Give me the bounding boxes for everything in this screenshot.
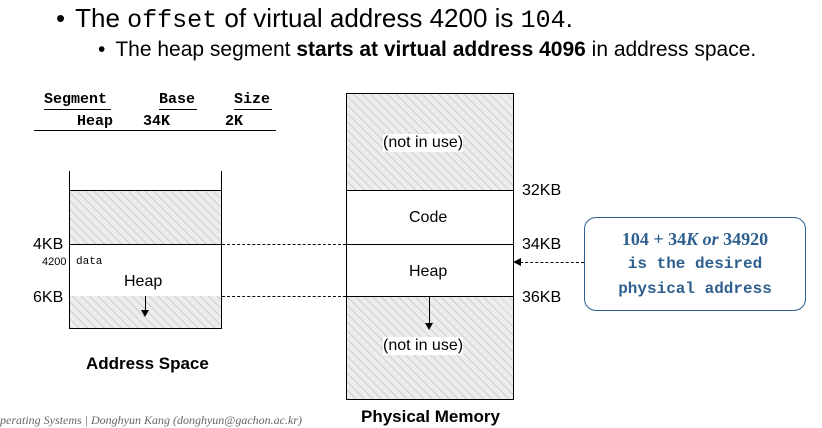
bullet-dot: •: [98, 38, 106, 61]
physical-heap-arrow: [429, 296, 430, 324]
address-space-caption: Address Space: [86, 354, 209, 373]
physical-address-note: 104 + 34K or 34920 is the desired physic…: [584, 217, 806, 311]
physical-code: [346, 190, 514, 245]
label-4200: 4200: [42, 256, 67, 268]
address-space-open-top: [69, 171, 222, 191]
note-value: 34920: [723, 229, 769, 249]
note-expression: 104 + 34: [621, 229, 687, 249]
mark-34kb: 34KB: [522, 236, 562, 253]
address-space-heap: [69, 244, 222, 297]
physical-top-label: (not in use): [383, 134, 464, 152]
bullet-text: The heap segment: [115, 38, 297, 61]
base-header: Base: [159, 91, 196, 108]
note-line-1: 104 + 34K or 34920: [585, 229, 805, 250]
header-underline: [234, 109, 272, 110]
bullet-bold-text: starts at virtual address 4096: [296, 38, 586, 61]
bullet-text: of virtual address 4200 is: [217, 3, 521, 33]
physical-memory-caption: Physical Memory: [361, 407, 500, 426]
header-underline: [44, 109, 111, 110]
physical-code-label: Code: [409, 209, 448, 226]
heap-growth-arrow: [145, 296, 146, 311]
bullet-heap-start: • The heap segment starts at virtual addr…: [98, 38, 756, 62]
address-space-unused-top: [69, 190, 222, 245]
dashed-connector-4kb: [222, 244, 346, 245]
segment-cell: Heap: [77, 113, 114, 130]
label-6kb: 6KB: [33, 289, 64, 306]
note-k: K: [686, 229, 699, 249]
physical-heap-arrowhead: [425, 323, 433, 330]
note-pointer-line: [520, 262, 584, 263]
address-space-heap-label: Heap: [124, 273, 163, 290]
note-line-2: is the desired: [627, 255, 763, 273]
physical-heap-label: Heap: [409, 263, 448, 280]
bullet-dot: •: [56, 3, 66, 33]
base-cell: 34K: [143, 113, 171, 130]
note-line-3: physical address: [618, 280, 772, 298]
offset-value: 104: [520, 6, 566, 35]
table-divider: [34, 130, 276, 131]
mark-32kb: 32KB: [522, 182, 562, 199]
offset-code: offset: [127, 6, 218, 35]
size-cell: 2K: [225, 113, 244, 130]
header-underline: [159, 109, 197, 110]
bullet-offset: • The offset of virtual address 4200 is 1…: [56, 3, 573, 35]
physical-heap: [346, 244, 514, 297]
size-header: Size: [234, 91, 271, 108]
label-data: data: [76, 256, 103, 268]
dashed-connector-6kb: [222, 296, 346, 297]
bullet-text: .: [565, 3, 573, 33]
label-4kb: 4KB: [33, 236, 64, 253]
heap-growth-arrowhead: [141, 310, 149, 317]
segment-header: Segment: [44, 91, 108, 108]
mark-36kb: 36KB: [522, 289, 562, 306]
footer-credit: perating Systems | Donghyun Kang (donghy…: [0, 413, 302, 427]
note-pointer-arrowhead: [513, 258, 521, 266]
physical-bottom-label: (not in use): [383, 337, 464, 355]
note-or: or: [698, 229, 724, 249]
bullet-text: The: [75, 3, 128, 33]
bullet-text: in address space.: [585, 38, 757, 61]
